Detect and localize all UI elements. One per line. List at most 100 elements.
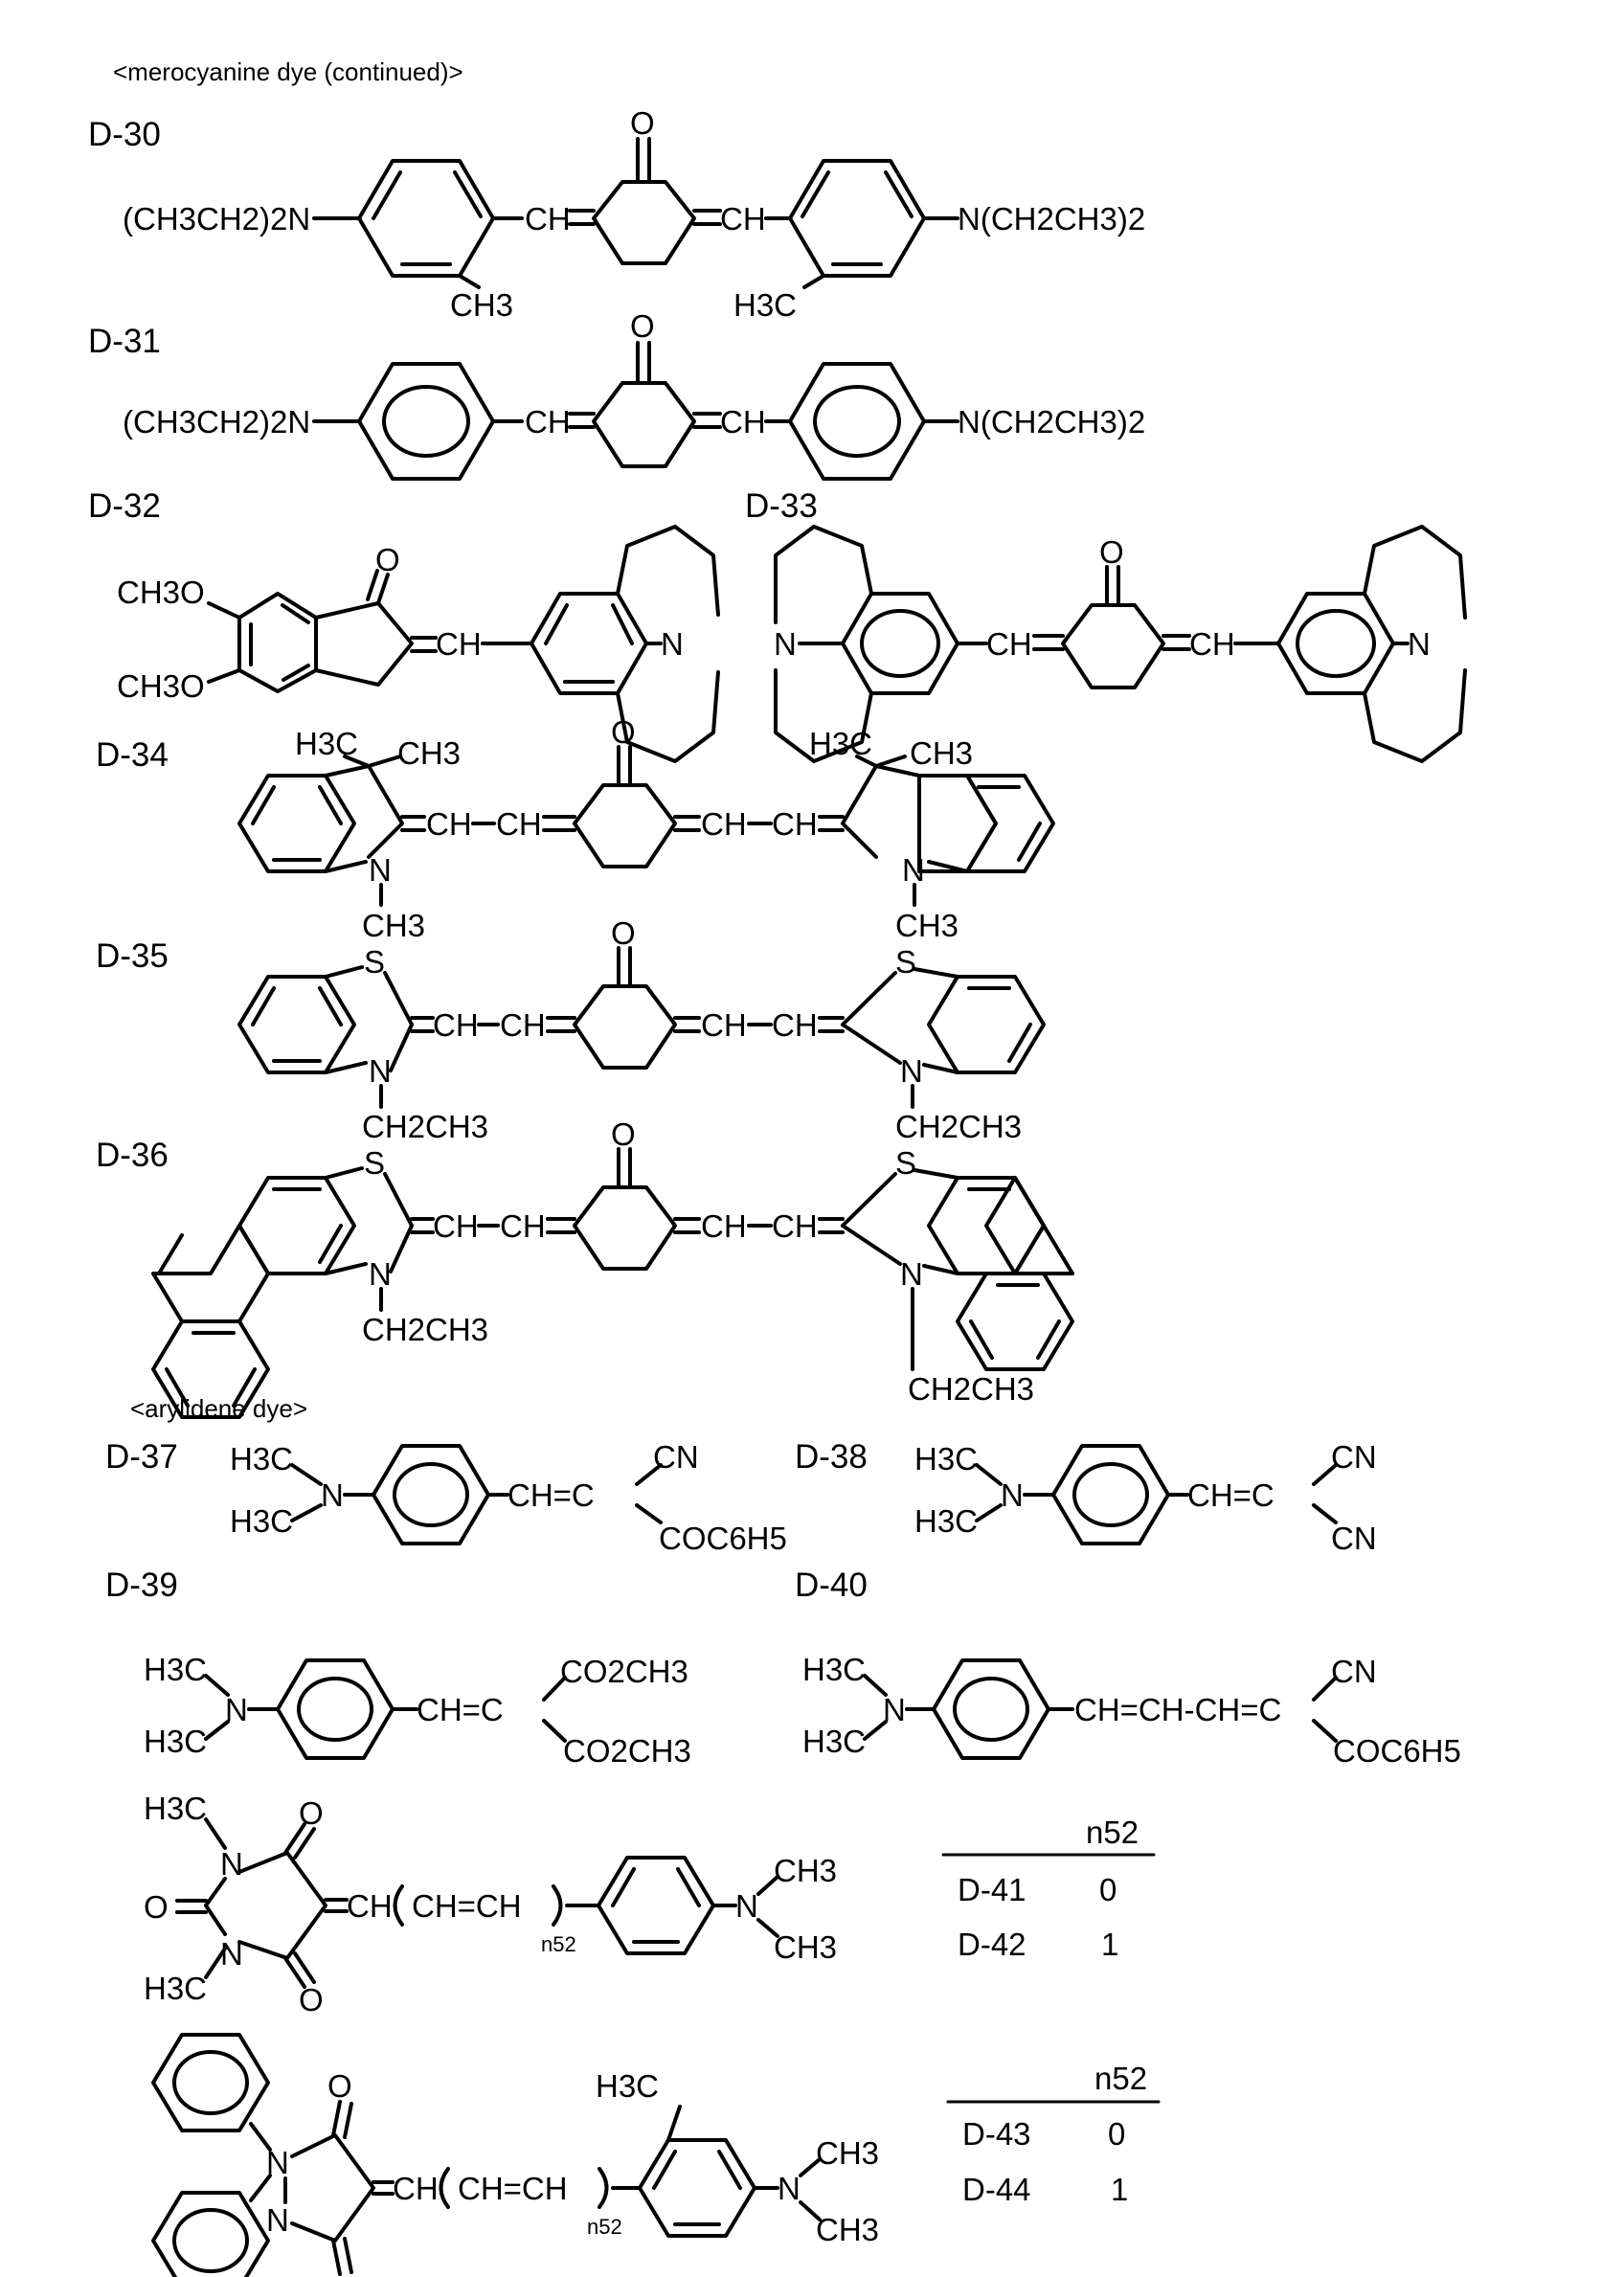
compound-label-d38: D-38 [795, 1438, 868, 1476]
carbonyl-oxygen: O [299, 1795, 324, 1831]
gem-methyl: CH3 [910, 735, 973, 771]
thiazole-nitrogen: N [900, 1256, 923, 1292]
compound-label-d35: D-35 [96, 937, 169, 975]
dimethylamino-nitrogen: N [735, 1888, 758, 1924]
thiazole-sulfur: S [895, 944, 916, 980]
methine-ch: CH [720, 404, 766, 440]
carbonyl-oxygen: O [611, 1116, 636, 1152]
structure-d39: H3C H3C N CH=C CO2CH3 CO2CH3 [144, 1652, 691, 1769]
carbonyl-oxygen: O [327, 2068, 352, 2104]
methyl-group: H3C [144, 1791, 207, 1826]
methine-ch: CH [426, 806, 472, 842]
methine-ch: CH [720, 201, 766, 237]
methine-ch: CH [772, 1208, 818, 1244]
table-header-n52: n52 [1094, 2061, 1147, 2096]
structure-d38: H3C H3C N CH=C CN CN [914, 1439, 1377, 1556]
carbonyl-oxygen: O [630, 105, 655, 141]
julolidine-nitrogen: N [1408, 626, 1431, 662]
table-row-id: D-42 [958, 1927, 1026, 1962]
methyl-group: H3C [144, 1971, 207, 2006]
methine-ch: CH [772, 806, 818, 842]
net2-left-group: (CH3CH2)2N [123, 404, 310, 440]
n-methyl-group: CH3 [362, 908, 425, 943]
carbonyl-oxygen: O [299, 1982, 324, 2018]
structure-d31: (CH3CH2)2N CH O CH N(CH2CH3)2 [123, 308, 1145, 479]
structure-d43-d44: N N O O CH CH=CH n52 H3C N CH3 CH3 [153, 2035, 879, 2277]
n-ethyl-group: CH2CH3 [895, 1109, 1022, 1144]
methyl-group: H3C [144, 1724, 207, 1759]
methine-ch: CH [393, 2171, 439, 2206]
dimethylamino-nitrogen: N [321, 1477, 344, 1513]
methine-ch: CH [347, 1888, 393, 1924]
thiazole-nitrogen: N [369, 1053, 392, 1089]
methyl-group: CH3 [816, 2135, 879, 2171]
methine-ch: CH [1189, 626, 1235, 662]
compound-label-d36: D-36 [96, 1137, 169, 1174]
table-row-value: 0 [1099, 1872, 1116, 1907]
methine-ch: CH [525, 404, 571, 440]
dimethylamino-nitrogen: N [225, 1692, 248, 1727]
methyl-group: H3C [144, 1652, 207, 1687]
gem-methyl: CH3 [397, 735, 461, 771]
methoxy-group: CH3O [117, 575, 205, 610]
repeat-subscript: n52 [541, 1932, 576, 1956]
compound-label-d33: D-33 [745, 487, 818, 525]
methoxycarbonyl-group: CO2CH3 [560, 1654, 688, 1689]
julolidine-nitrogen: N [661, 626, 684, 662]
methyl-group: CH3 [450, 287, 513, 323]
compound-label-d40: D-40 [795, 1567, 868, 1604]
indoline-nitrogen: N [369, 852, 392, 888]
methine-ch: CH [986, 626, 1032, 662]
methoxy-group: CH3O [117, 668, 205, 704]
methine-ch: CH [436, 626, 482, 662]
carbonyl-oxygen: O [375, 542, 400, 577]
methyl-group: H3C [914, 1441, 978, 1477]
methyl-group: H3C [230, 1503, 293, 1539]
dimethylamino-nitrogen: N [1001, 1477, 1024, 1513]
methine-ch: CH [701, 806, 747, 842]
table-row-value: 1 [1101, 1927, 1118, 1962]
carbonyl-oxygen: O [630, 308, 655, 344]
thiazole-nitrogen: N [369, 1256, 392, 1292]
structure-d37: H3C H3C N CH=C CN COC6H5 [230, 1439, 787, 1556]
compound-label-d30: D-30 [88, 116, 161, 153]
substituent-table-d43-d44: n52 D-43 0 D-44 1 [948, 2061, 1159, 2207]
compound-label-d34: D-34 [96, 736, 169, 774]
compound-label-d39: D-39 [105, 1567, 178, 1604]
barbiturate-nitrogen: N [220, 1846, 243, 1882]
cyano-group: CN [653, 1439, 699, 1475]
table-row-id: D-43 [962, 2116, 1031, 2152]
structure-d40: H3C H3C N CH=CH-CH=C CN COC6H5 [802, 1652, 1461, 1769]
carbonyl-oxygen: O [1099, 534, 1124, 570]
vinylidene-ch-c: CH=C [417, 1692, 504, 1727]
methyl-group: H3C [802, 1724, 866, 1759]
carbonyl-oxygen: O [144, 1889, 169, 1925]
cyano-group: CN [1331, 1439, 1377, 1475]
net2-right-group: N(CH2CH3)2 [958, 201, 1145, 237]
dimethylamino-nitrogen: N [778, 2171, 801, 2206]
methine-ch: CH [500, 1007, 546, 1043]
structure-d35: S N CH2CH3 CH CH O CH CH S N CH2CH3 [239, 915, 1044, 1144]
n-methyl-group: CH3 [895, 908, 959, 943]
gem-methyl: H3C [295, 726, 358, 761]
dimethylamino-nitrogen: N [883, 1692, 906, 1727]
methine-ch: CH [701, 1007, 747, 1043]
thiazole-sulfur: S [895, 1145, 916, 1181]
thiazole-nitrogen: N [900, 1053, 923, 1089]
section-merocyanine-header: <merocyanine dye (continued)> [113, 57, 463, 86]
substituent-table-d41-d42: n52 D-41 0 D-42 1 [943, 1815, 1154, 1962]
cyano-group: CN [1331, 1654, 1377, 1689]
methyl-group: CH3 [816, 2212, 879, 2247]
table-row-value: 1 [1111, 2172, 1128, 2207]
methine-ch: CH [525, 201, 571, 237]
methyl-group: H3C [914, 1503, 978, 1539]
n-ethyl-group: CH2CH3 [362, 1109, 488, 1144]
compound-label-d37: D-37 [105, 1438, 178, 1476]
repeat-subscript: n52 [587, 2215, 622, 2239]
table-header-n52: n52 [1086, 1815, 1139, 1850]
methine-ch: CH [433, 1208, 479, 1244]
polymethine-chain: CH=CH-CH=C [1074, 1692, 1281, 1727]
methine-ch: CH [701, 1208, 747, 1244]
